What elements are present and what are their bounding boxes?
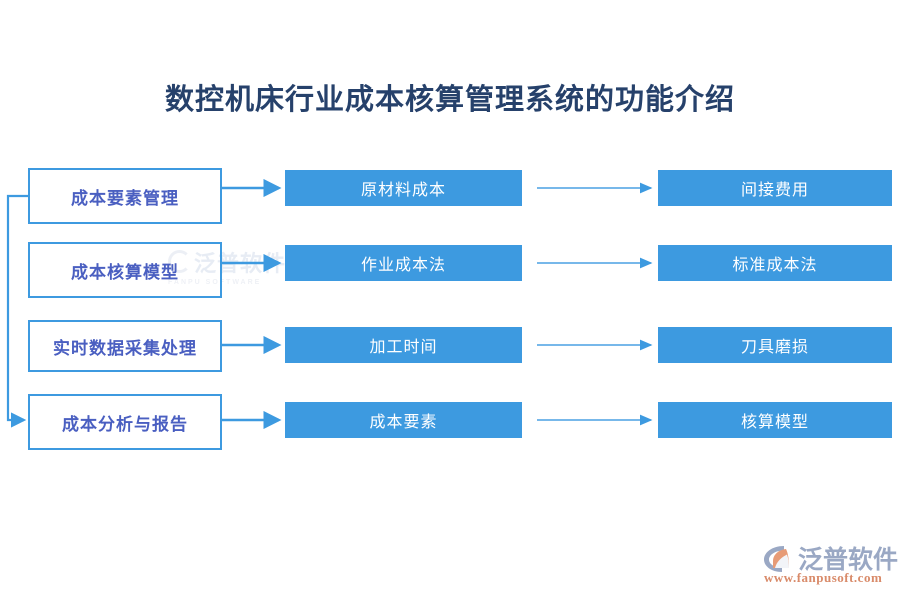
node-middle-3-label: 加工时间: [369, 339, 438, 356]
node-right-3[interactable]: 刀具磨损: [658, 327, 892, 363]
node-middle-1-label: 原材料成本: [360, 182, 446, 199]
brand-logo: 泛普软件 www.fanpusoft.com: [762, 540, 899, 588]
node-middle-2[interactable]: 作业成本法: [285, 245, 522, 281]
node-right-2[interactable]: 标准成本法: [658, 245, 892, 281]
node-left-2[interactable]: 成本核算模型: [28, 242, 222, 298]
node-middle-2-label: 作业成本法: [360, 257, 446, 274]
node-middle-4-label: 成本要素: [369, 414, 438, 431]
logo-name: 泛普软件: [798, 546, 899, 574]
left-spine-connector: [6, 194, 28, 428]
fanpu-arc-icon: [764, 546, 789, 572]
node-left-3-label: 实时数据采集处理: [53, 338, 197, 358]
node-right-4[interactable]: 核算模型: [658, 402, 892, 438]
node-left-1[interactable]: 成本要素管理: [28, 168, 222, 224]
node-right-3-label: 刀具磨损: [740, 339, 809, 356]
node-right-1[interactable]: 间接费用: [658, 170, 892, 206]
node-middle-1[interactable]: 原材料成本: [285, 170, 522, 206]
node-middle-4[interactable]: 成本要素: [285, 402, 522, 438]
node-right-4-label: 核算模型: [740, 414, 809, 431]
node-left-4-label: 成本分析与报告: [62, 414, 188, 434]
node-middle-3[interactable]: 加工时间: [285, 327, 522, 363]
page-title: 数控机床行业成本核算管理系统的功能介绍: [164, 84, 735, 116]
node-left-2-label: 成本核算模型: [71, 262, 179, 282]
node-left-3[interactable]: 实时数据采集处理: [28, 320, 222, 372]
node-left-1-label: 成本要素管理: [71, 188, 179, 208]
node-left-4[interactable]: 成本分析与报告: [28, 394, 222, 450]
node-right-1-label: 间接费用: [740, 182, 809, 199]
logo-url: www.fanpusoft.com: [764, 570, 883, 585]
node-right-2-label: 标准成本法: [732, 257, 818, 274]
